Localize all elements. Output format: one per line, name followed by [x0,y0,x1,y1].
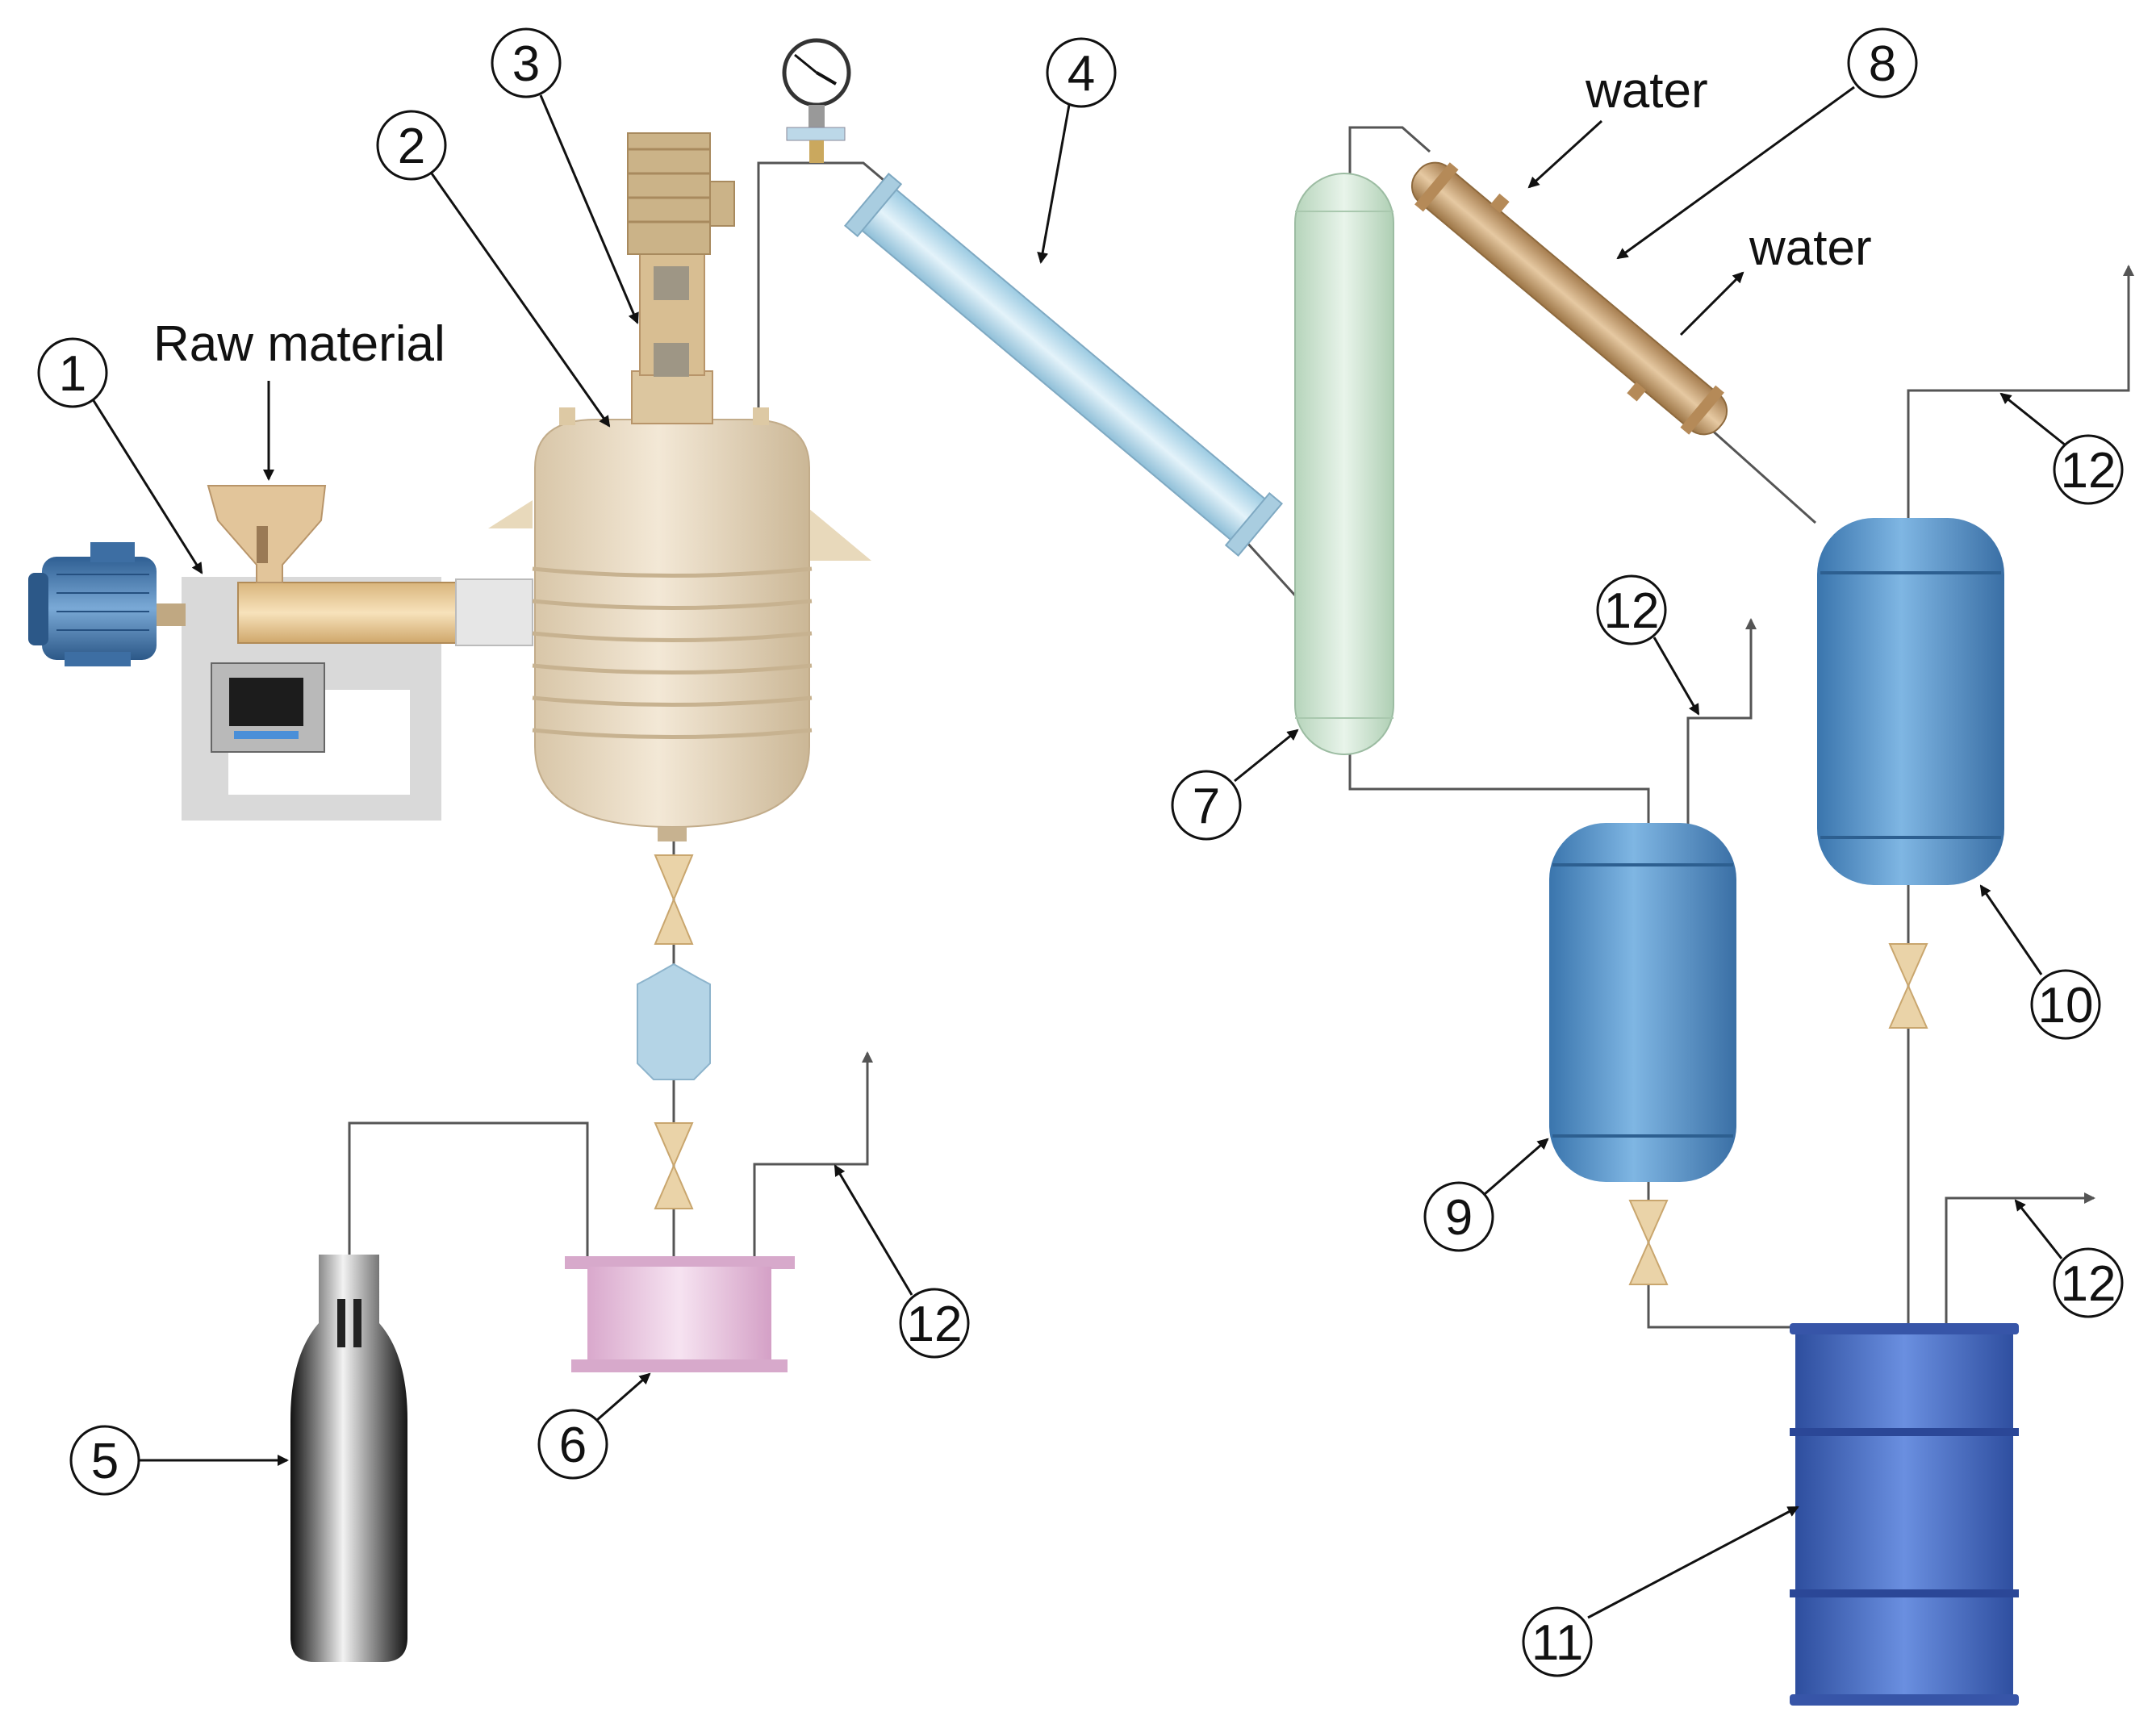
callout-8: 8 [1616,27,1918,260]
svg-text:12: 12 [907,1297,963,1352]
callout-11: 11 [1522,1505,1799,1677]
callout-6: 6 [537,1372,651,1480]
svg-text:6: 6 [559,1418,587,1473]
svg-text:9: 9 [1445,1190,1473,1246]
water-in-label: water [1585,63,1708,119]
valve-tank-10 [1888,943,1928,1029]
svg-text:12: 12 [2061,1256,2116,1312]
water-in-arrow [1527,119,1603,189]
svg-text:12: 12 [2061,443,2116,499]
svg-text:7: 7 [1193,779,1220,834]
callout-5: 5 [69,1425,289,1496]
motor [28,542,157,666]
svg-text:8: 8 [1869,36,1896,92]
callout-12-drum: 12 [2014,1199,2124,1318]
callout-2: 2 [376,110,611,428]
svg-text:11: 11 [1531,1615,1583,1671]
callout-12-tank-10: 12 [1999,392,2124,505]
svg-text:3: 3 [512,36,540,92]
callout-9: 9 [1423,1138,1549,1252]
valve-tank-9 [1628,1200,1669,1285]
gas-cylinder [290,1255,407,1662]
extruder-barrel [237,582,458,644]
condenser [843,173,1284,557]
svg-text:2: 2 [398,119,425,174]
water-out-arrow [1679,271,1744,336]
collection-drum [1790,1323,2019,1706]
callout-1: 1 [37,337,203,574]
svg-text:10: 10 [2038,978,2094,1034]
callout-12-tank-9: 12 [1596,574,1700,716]
tank-9 [1549,823,1736,1182]
valve-reactor-bottom [654,854,694,945]
callout-7: 7 [1171,729,1299,841]
pressure-gauge [782,38,851,163]
raw-material-label: Raw material [153,316,445,372]
water-out-label: water [1749,220,1872,276]
svg-text:4: 4 [1068,46,1095,102]
svg-text:1: 1 [59,346,86,402]
valves [654,854,1928,1285]
callout-4: 4 [1037,37,1117,264]
stirrer-motor [627,132,735,424]
reactor [488,407,871,841]
callout-10: 10 [1979,884,2101,1040]
water-cooler [1410,161,1728,436]
valve-filter-inlet [654,1122,694,1209]
svg-text:12: 12 [1604,583,1660,639]
separation-column [1294,173,1394,755]
callout-3: 3 [491,27,639,324]
callout-12-filter: 12 [834,1164,970,1359]
svg-text:5: 5 [91,1434,119,1489]
filter-vessel [565,1256,795,1372]
tank-10 [1817,518,2004,885]
extruder [28,485,533,821]
receiver-vessel [637,963,711,1080]
